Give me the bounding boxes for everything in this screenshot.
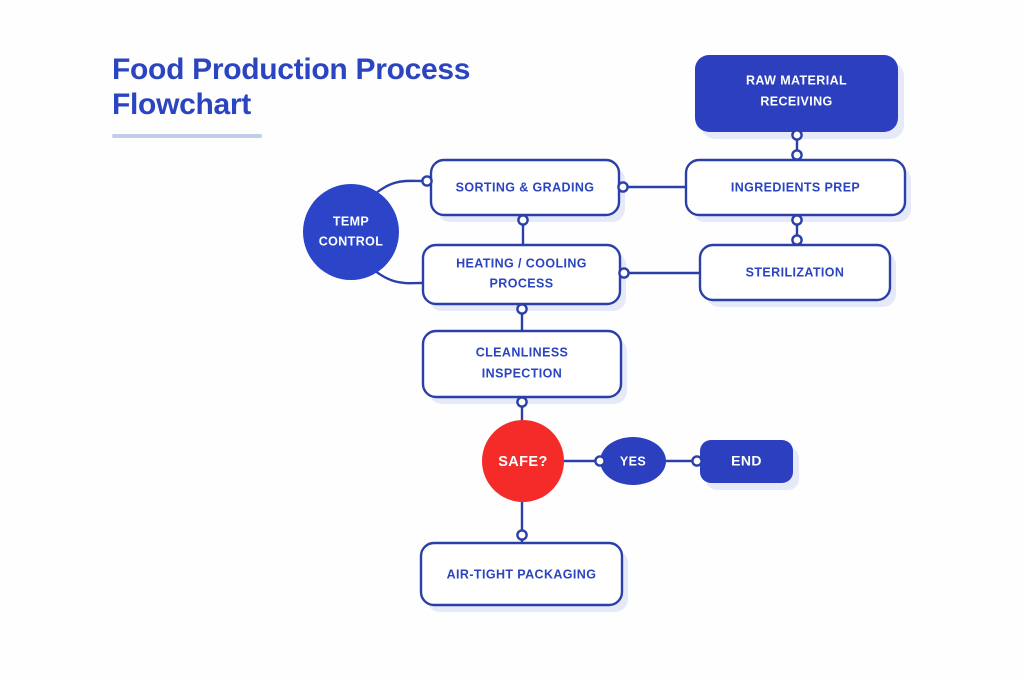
connector-ring-heating-cooling-bottom — [516, 303, 528, 315]
heating-cooling-box[interactable] — [421, 243, 622, 306]
sterilization-label: STERILIZATION — [746, 265, 845, 279]
connector-ring-raw-material-bottom — [791, 129, 803, 141]
node-air-tight-packaging[interactable]: AIR-TIGHT PACKAGING — [419, 541, 628, 612]
connector-ring-sorting-grading-bottom — [517, 214, 529, 226]
node-end[interactable]: END — [700, 440, 799, 490]
yes-branch-ellipse[interactable] — [600, 437, 666, 485]
temp-control-circle[interactable] — [303, 184, 399, 280]
connector-ring-heating-cooling-right — [618, 267, 630, 279]
connector-ring-packaging-top — [516, 529, 528, 541]
node-safe-decision[interactable]: SAFE? — [482, 420, 564, 502]
connector-ring-sorting-grading-right — [617, 181, 629, 193]
node-raw-material-receiving[interactable]: RAW MATERIAL RECEIVING — [695, 55, 904, 139]
node-temp-control[interactable]: TEMP CONTROL — [303, 184, 399, 280]
connector-ring-layer — [421, 129, 803, 541]
sorting-grading-label: SORTING & GRADING — [456, 180, 595, 194]
cleanliness-inspection-label-line1: CLEANLINESS — [476, 345, 569, 359]
node-ingredients-prep[interactable]: INGREDIENTS PREP — [684, 158, 911, 222]
connector-ring-sterilization-top — [791, 234, 803, 246]
node-cleanliness-inspection[interactable]: CLEANLINESS INSPECTION — [421, 329, 627, 404]
safe-decision-label: SAFE? — [498, 454, 548, 470]
heating-cooling-label-line2: PROCESS — [490, 276, 554, 290]
cleanliness-inspection-label-line2: INSPECTION — [482, 366, 562, 380]
end-box[interactable] — [700, 440, 793, 483]
node-yes-branch[interactable]: YES — [600, 437, 666, 485]
page-title-block: Food Production Process Flowchart — [112, 52, 542, 139]
node-sorting-grading[interactable]: SORTING & GRADING — [429, 158, 625, 222]
connector-ring-yes-left — [594, 455, 606, 467]
heating-cooling-label-line1: HEATING / COOLING — [456, 256, 587, 270]
raw-material-receiving-box[interactable] — [695, 55, 898, 132]
connector-ring-ingredients-prep-top — [791, 149, 803, 161]
title-underline-rule — [112, 134, 262, 139]
connector-ring-sorting-grading-left — [421, 175, 433, 187]
ingredients-prep-label: INGREDIENTS PREP — [731, 180, 860, 194]
node-sterilization[interactable]: STERILIZATION — [698, 243, 896, 307]
connector-ring-ingredients-prep-bottom — [791, 214, 803, 226]
raw-material-receiving-label-line1: RAW MATERIAL — [746, 73, 847, 87]
air-tight-packaging-label: AIR-TIGHT PACKAGING — [447, 567, 597, 581]
connector-ring-end-left — [691, 455, 703, 467]
raw-material-receiving-label-line2: RECEIVING — [760, 94, 832, 108]
safe-decision-circle[interactable] — [482, 420, 564, 502]
page-title: Food Production Process Flowchart — [112, 53, 471, 122]
cleanliness-inspection-box[interactable] — [421, 329, 623, 399]
yes-branch-label: YES — [620, 454, 646, 468]
end-label: END — [731, 453, 762, 469]
node-heating-cooling-process[interactable]: HEATING / COOLING PROCESS — [421, 243, 626, 311]
air-tight-packaging-box[interactable] — [419, 541, 624, 607]
temp-control-label-line2: CONTROL — [319, 234, 384, 248]
connector-ring-cleanliness-inspection-bottom — [516, 396, 528, 408]
temp-control-label-line1: TEMP — [333, 214, 369, 228]
